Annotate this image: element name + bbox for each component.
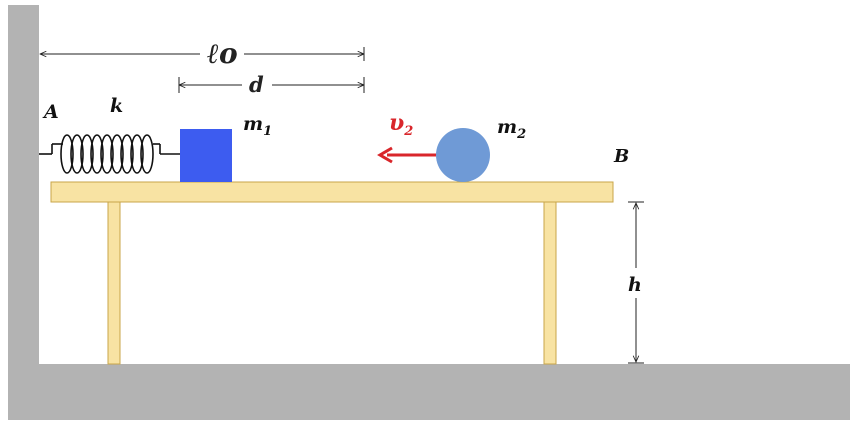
- velocity-label: υ2: [389, 110, 413, 139]
- height-dimension: [624, 201, 648, 364]
- spring: [39, 134, 180, 174]
- height-label: h: [628, 274, 642, 296]
- natural-length-dimension: [40, 36, 364, 66]
- left-wall: [8, 5, 39, 420]
- distance-dimension: [179, 72, 364, 98]
- table-leg-right: [543, 201, 557, 365]
- table-top: [50, 181, 614, 203]
- mass-1-label: m1: [243, 113, 272, 139]
- spring-constant-label: k: [110, 95, 123, 117]
- block-m1: [180, 129, 232, 182]
- floor: [8, 364, 850, 420]
- point-a-label: A: [42, 101, 59, 123]
- natural-length-label: ℓo: [206, 37, 238, 70]
- left-arrow-icon: [377, 146, 436, 164]
- mass-2-label: m2: [497, 116, 526, 142]
- distance-label: d: [249, 72, 264, 97]
- point-b-label: B: [613, 146, 629, 167]
- table-leg-left: [107, 201, 121, 365]
- ball-m2: [436, 128, 490, 182]
